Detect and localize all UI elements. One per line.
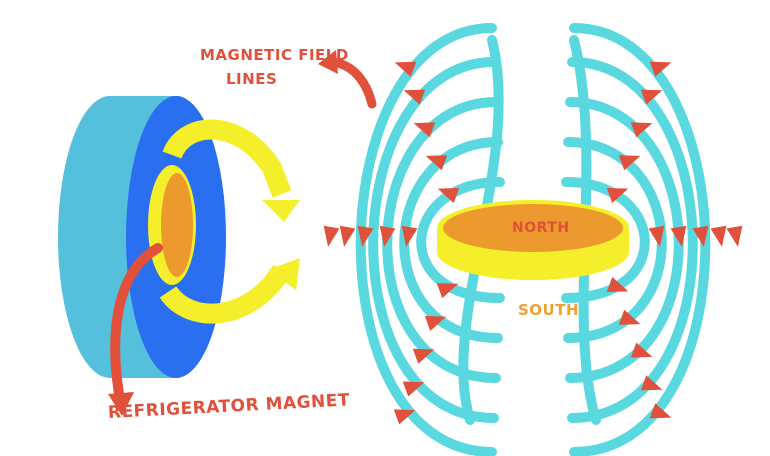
field-arrow bbox=[436, 283, 459, 299]
field-line-left bbox=[368, 57, 499, 423]
field-arrow bbox=[692, 225, 709, 247]
yellow-arrow-bottom bbox=[159, 264, 291, 324]
field-arrow bbox=[401, 225, 418, 247]
field-arrow bbox=[357, 225, 374, 247]
field-arrow bbox=[339, 225, 356, 247]
field-arrow bbox=[640, 89, 663, 105]
field-arrow bbox=[630, 122, 653, 138]
field-line-right bbox=[561, 177, 650, 303]
field-arrow bbox=[606, 188, 629, 204]
field-arrow bbox=[393, 409, 416, 425]
disc-magnet bbox=[437, 200, 629, 280]
field-line-left bbox=[416, 177, 505, 303]
field-direction-arrows bbox=[323, 61, 743, 425]
magnet-core bbox=[161, 173, 193, 277]
field-arrow bbox=[437, 188, 460, 204]
field-arrow bbox=[379, 225, 396, 247]
field-arrow bbox=[710, 225, 727, 247]
field-arrow bbox=[424, 315, 447, 331]
field-arrow bbox=[630, 342, 653, 358]
field-arrow bbox=[413, 122, 436, 138]
field-arrow bbox=[425, 155, 448, 171]
field-arrow bbox=[618, 309, 641, 325]
field-line-right bbox=[567, 57, 698, 423]
field-arrow bbox=[649, 61, 672, 77]
field-arrow bbox=[649, 403, 672, 419]
yellow-arrowhead-top bbox=[262, 200, 300, 222]
field-arrow bbox=[412, 348, 435, 364]
yellow-arrow-top bbox=[162, 119, 292, 198]
yellow-field-arrows bbox=[159, 119, 300, 324]
field-arrow bbox=[670, 225, 687, 247]
field-lines-label-line1: MAGNETIC FIELD bbox=[200, 46, 349, 64]
yellow-arrowhead-bottom bbox=[268, 258, 300, 290]
field-arrow bbox=[403, 89, 426, 105]
field-line-left bbox=[399, 137, 503, 343]
field-arrow bbox=[402, 381, 425, 397]
field-label-pointer-arrow bbox=[318, 50, 377, 109]
south-label: SOUTH bbox=[518, 301, 580, 319]
north-label: NORTH bbox=[512, 220, 570, 236]
field-arrow bbox=[726, 225, 743, 247]
field-arrow bbox=[618, 155, 641, 171]
field-arrow bbox=[323, 225, 340, 247]
refrigerator-pointer-arrow bbox=[108, 243, 163, 416]
disc-magnet-north-face bbox=[443, 204, 623, 252]
field-arrow bbox=[606, 276, 629, 292]
field-lines-label-line2: LINES bbox=[226, 70, 278, 88]
field-arrow bbox=[394, 61, 417, 77]
field-line-right bbox=[563, 137, 667, 343]
field-arrow bbox=[640, 375, 663, 391]
field-arrow bbox=[648, 225, 665, 247]
